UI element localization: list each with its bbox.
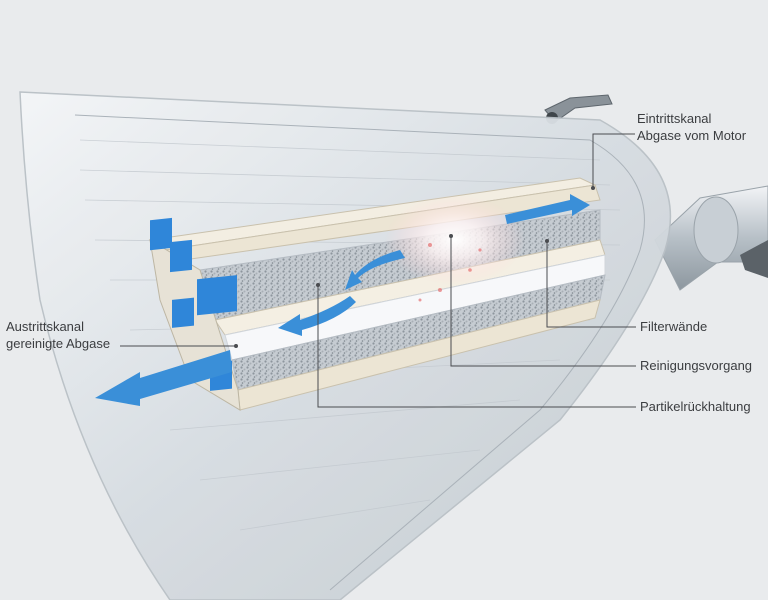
leader-inlet [592, 133, 635, 188]
filter-channels [148, 177, 606, 411]
channel-plugs [150, 217, 237, 391]
outlet-flow-arrow [95, 350, 232, 406]
internal-flow-arrow-2 [278, 296, 356, 336]
inlet-channel-label: Eintrittskanal Abgase vom Motor [637, 110, 746, 144]
leader-retention [317, 285, 636, 408]
inlet-flow-arrow [505, 194, 590, 224]
leader-filter-walls [546, 241, 636, 328]
internal-flow-arrow [345, 250, 405, 290]
filter-walls-label: Filterwände [640, 319, 708, 334]
flow-arrows [95, 194, 590, 406]
outlet-label-line1: Austrittskanal [6, 319, 85, 334]
cleaning-process-label: Reinigungsvorgang [640, 358, 753, 373]
outlet-channel-label: Austrittskanal gereinigte Abgase [6, 318, 110, 352]
leader-cleaning [450, 236, 636, 367]
outlet-label-line2: gereinigte Abgase [6, 336, 111, 351]
red-hotspots [418, 243, 482, 302]
inlet-label-line2: Abgase vom Motor [637, 128, 747, 143]
leader-lines [120, 133, 636, 408]
exhaust-pipe [654, 185, 768, 291]
particle-retention-label: Partikelrückhaltung [640, 399, 751, 414]
cleaning-glow [385, 195, 525, 285]
inlet-label-line1: Eintrittskanal [637, 111, 712, 126]
